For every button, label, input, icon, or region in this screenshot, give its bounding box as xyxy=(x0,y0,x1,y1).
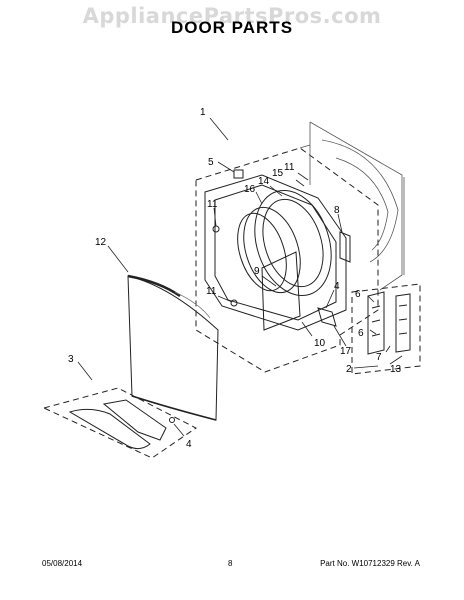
part-5-clip xyxy=(233,169,244,179)
callout-16: 16 xyxy=(244,184,256,195)
screw-4-handle xyxy=(169,417,175,423)
callout-5: 5 xyxy=(208,157,214,168)
door-frame-inner xyxy=(214,184,337,321)
part-8-bracket xyxy=(339,231,351,263)
assembly-1-outline xyxy=(195,147,379,373)
callout-14: 14 xyxy=(258,176,270,187)
callout-6: 6 xyxy=(358,328,364,339)
callout-3: 3 xyxy=(68,354,74,365)
callout-11: 11 xyxy=(284,162,295,173)
door-trim-ring xyxy=(237,212,287,292)
screw-11-top xyxy=(212,225,220,233)
cabinet-outline xyxy=(299,121,405,291)
watermark-text: AppliancePartsPros.com xyxy=(82,4,382,28)
callout-12: 12 xyxy=(95,237,107,248)
leader-lines xyxy=(77,117,403,437)
callout-1: 1 xyxy=(200,107,206,118)
assembly-2-outline xyxy=(351,283,421,375)
callout-4: 4 xyxy=(334,281,340,292)
callout-8: 8 xyxy=(334,205,340,216)
callout-2: 2 xyxy=(346,364,352,375)
door-handle xyxy=(68,408,151,450)
door-frame-outer xyxy=(204,174,347,331)
callout-11: 11 xyxy=(206,286,217,297)
callout-7: 7 xyxy=(376,352,382,363)
footer-page-number: 8 xyxy=(228,559,233,568)
part-4-latch xyxy=(317,307,337,327)
callout-4: 4 xyxy=(186,439,192,450)
assembly-3-outline xyxy=(42,387,197,459)
callout-10: 10 xyxy=(314,338,326,349)
callout-9: 9 xyxy=(254,266,260,277)
callout-17: 17 xyxy=(340,346,352,357)
door-hinge-plate xyxy=(261,251,301,331)
callout-15: 15 xyxy=(272,168,284,179)
door-glass-inner xyxy=(262,198,324,288)
footer-part-number: Part No. W10712329 Rev. A xyxy=(320,559,420,568)
callout-11: 11 xyxy=(207,199,218,210)
outer-door-panel-edge xyxy=(127,274,181,298)
page-title: DOOR PARTS xyxy=(170,18,294,37)
part-7-hinge xyxy=(367,291,385,355)
footer-date: 05/08/2014 xyxy=(42,559,83,568)
callout-labels: 1 5 11 15 14 16 11 8 12 9 11 4 10 17 6 6… xyxy=(68,107,402,450)
part-13-hinge-plate xyxy=(395,293,411,353)
callout-6: 6 xyxy=(355,289,361,300)
handle-bracket xyxy=(102,399,167,441)
callout-13: 13 xyxy=(390,364,402,375)
screw-11-bottom xyxy=(230,299,238,307)
door-gasket xyxy=(243,206,301,294)
